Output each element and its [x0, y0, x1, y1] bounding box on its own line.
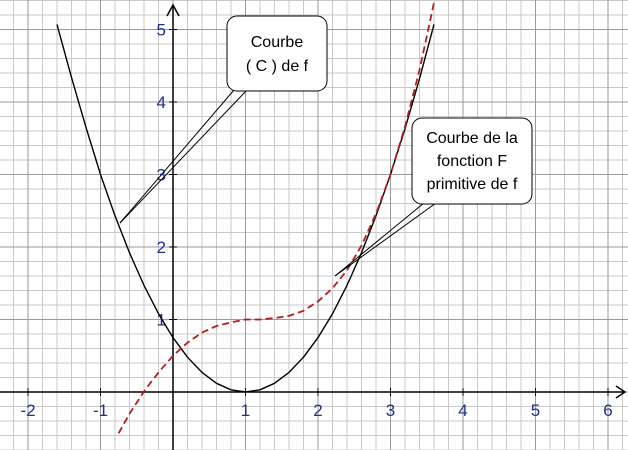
x-tick-label: 5: [531, 401, 540, 420]
callout-pointer-line: [334, 202, 425, 277]
series-f-line: [56, 24, 435, 393]
y-tick-label: 1: [157, 311, 166, 330]
callout-curve-F: Courbe de la fonction F primitive de f: [334, 117, 533, 277]
x-tick-label: 1: [241, 401, 250, 420]
x-tick-label: 4: [458, 401, 467, 420]
callout-pointer-line: [334, 202, 437, 277]
callout-box: [411, 117, 533, 205]
y-axis-arrow: [166, 3, 180, 17]
callouts: Courbe ( C ) de f Courbe de la fonction …: [119, 15, 533, 277]
series-layer: [56, 0, 436, 434]
callout-pointer-line: [119, 89, 248, 224]
callout-label-line: fonction F: [437, 153, 507, 170]
x-tick-label: -2: [20, 401, 35, 420]
y-tick-label: 5: [157, 21, 166, 40]
y-tick-label: 2: [157, 238, 166, 257]
series-F-dashed-line: [117, 0, 436, 434]
callout-label-line: Courbe de la: [426, 130, 518, 147]
x-tick-label: 6: [603, 401, 612, 420]
x-tick-label: -1: [93, 401, 108, 420]
callout-label-line: primitive de f: [427, 176, 518, 193]
callout-box: [226, 15, 328, 92]
callout-curve-f: Courbe ( C ) de f: [119, 15, 328, 224]
x-tick-label: 3: [386, 401, 395, 420]
x-axis-arrow: [615, 385, 627, 399]
axes: [0, 3, 627, 450]
tick-labels: -2-112345612345: [20, 21, 612, 421]
callout-pointer-line: [119, 89, 235, 224]
callout-label-line: ( C ) de f: [246, 58, 309, 75]
y-tick-label: 4: [157, 93, 166, 112]
callout-label-line: Courbe: [251, 34, 304, 51]
x-tick-label: 2: [313, 401, 322, 420]
